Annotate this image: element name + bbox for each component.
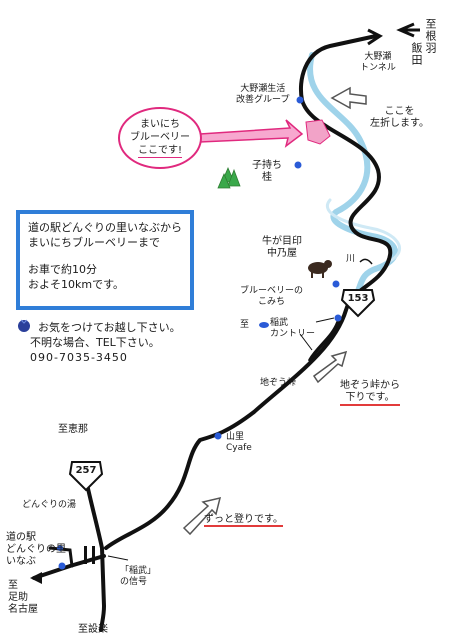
notes-line2: 不明な場合、TEL下さい。 [30, 336, 160, 349]
info-box: 道の駅どんぐりの里いなぶから まいにちブルーベリーまで お車で約10分 およそ1… [16, 210, 194, 310]
blueberry-path-leader [315, 317, 335, 323]
river-label: 川 [346, 254, 356, 264]
to-neba-arrow [396, 22, 420, 38]
info-line3: お車で約10分 [28, 263, 97, 276]
blueberry-farm-mark [305, 119, 331, 145]
river-bank [326, 198, 402, 264]
tunnel-arrow [367, 28, 383, 46]
group-marker [296, 96, 304, 104]
blueberry-path-label: ブルーベリーの こみち [240, 286, 304, 307]
callout-arrow [199, 119, 304, 148]
main-road [104, 34, 393, 550]
komochi-label: 子持ち 桂 [252, 160, 282, 183]
blueberry-icon [18, 319, 30, 332]
info-line2: まいにちブルーベリーまで [28, 236, 160, 249]
country-leader [299, 333, 313, 351]
downhill-label: 地ぞう峠から 下りです。 [340, 380, 400, 406]
jizo-pass-label: 地ぞう峠 [260, 378, 297, 388]
river-arrow [359, 258, 373, 265]
info-line4: およそ10kmです。 [28, 278, 124, 291]
yamazato-marker [214, 432, 222, 440]
notes-line1: お気をつけてお越し下さい。 [38, 321, 181, 334]
route-153-label: 153 [347, 293, 369, 304]
michinoeki-label: 道の駅 どんぐりの里 いなぶ [6, 532, 66, 567]
uphill-label: ずっと登りです。 [204, 514, 283, 527]
country-marker [259, 322, 269, 328]
route-257-label: 257 [75, 465, 97, 476]
donguri-yu-marker [57, 545, 63, 551]
komochi-marker [294, 161, 302, 169]
downhill-arrow [312, 350, 348, 384]
road-michinoeki [48, 546, 74, 568]
turn-left-label: ここを 左折します。 [370, 106, 429, 129]
yamazato-label: 山里 Cyafe [226, 432, 252, 453]
signal-icon-2 [92, 546, 95, 564]
to-asuke-label: 至 足助 名古屋 [8, 580, 38, 615]
route-257-shield [68, 461, 104, 492]
signal-label: 「稲武」 の信号 [120, 566, 157, 587]
to-ena-label: 至恵那 [58, 424, 88, 435]
cow-icon [308, 260, 332, 278]
cattle-label: 牛が目印 中乃屋 [262, 236, 302, 259]
uphill-arrow [182, 496, 222, 536]
river [307, 52, 399, 303]
group-label: 大野瀬生活 改善グループ [236, 84, 290, 105]
phone-number[interactable]: 090-7035-3450 [30, 351, 128, 364]
tunnel-label: 大野瀬 トンネル [360, 52, 396, 73]
michinoeki-marker [58, 562, 66, 570]
to-shitara-label: 至設楽 [78, 624, 108, 635]
blueberry-callout: まいにち ブルーベリー ここです! [118, 107, 202, 169]
notes: お気をつけてお越し下さい。 不明な場合、TEL下さい。 090-7035-345… [16, 320, 181, 365]
signal-leader [107, 555, 129, 561]
to-neba-label: 至根羽 [424, 18, 437, 54]
info-line1: 道の駅どんぐりの里いなぶから [28, 221, 182, 234]
asuke-arrow [30, 572, 42, 584]
turn-arrow [330, 86, 367, 110]
route-153-shield [340, 289, 376, 318]
to-iida-label: 飯田 [410, 42, 423, 66]
road-257 [82, 468, 107, 632]
inabu-country-prefix: 至 [240, 320, 250, 330]
donguri-yu-label: どんぐりの湯 [22, 500, 77, 510]
signal-icon [84, 546, 87, 564]
inabu-country-label: 稲武 カントリー [270, 318, 316, 339]
cattle-marker [332, 280, 340, 288]
blueberry-path-marker [334, 314, 342, 322]
road-inabu-country [308, 320, 340, 362]
tree-icon [217, 166, 241, 189]
